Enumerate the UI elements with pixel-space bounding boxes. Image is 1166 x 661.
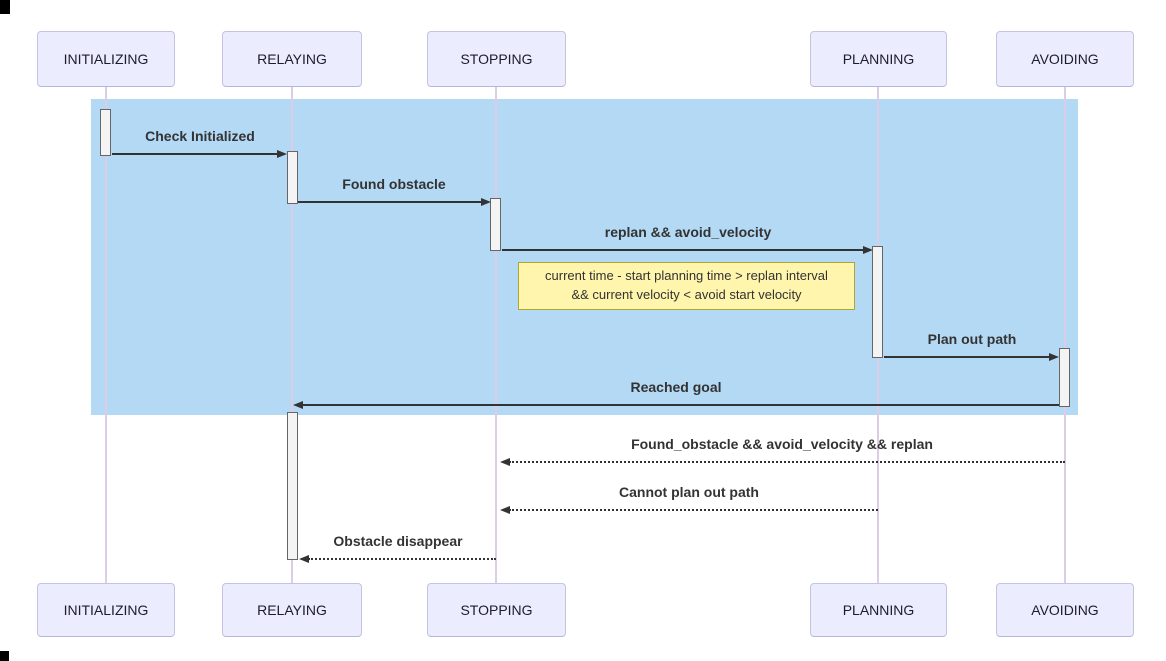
- message-line: [509, 509, 878, 511]
- lifeline-initializing: [105, 87, 107, 583]
- arrowhead-icon: [293, 401, 303, 409]
- arrowhead-icon: [481, 198, 491, 206]
- participant-stopping-top: STOPPING: [427, 31, 566, 87]
- arrowhead-icon: [863, 246, 873, 254]
- activation-bar-planning: [872, 246, 883, 358]
- condition-note-line: current time - start planning time > rep…: [545, 268, 828, 284]
- arrowhead-icon: [1049, 353, 1059, 361]
- corner-mark-bottom-left: [0, 651, 9, 661]
- message-label: Cannot plan out path: [619, 484, 759, 500]
- message-label: Check Initialized: [145, 128, 255, 144]
- highlight-region: [91, 99, 1078, 415]
- arrowhead-icon: [500, 458, 510, 466]
- participant-planning-bottom: PLANNING: [810, 583, 947, 637]
- participant-initializing-top: INITIALIZING: [37, 31, 175, 87]
- message-line: [308, 558, 496, 560]
- corner-mark-top-left: [0, 0, 10, 14]
- message-label: Found_obstacle && avoid_velocity && repl…: [631, 436, 933, 452]
- lifeline-stopping: [495, 87, 497, 583]
- activation-bar-relaying-2: [287, 412, 298, 560]
- condition-note-line: && current velocity < avoid start veloci…: [571, 287, 802, 302]
- lifeline-relaying: [291, 87, 293, 583]
- lifeline-avoiding: [1064, 87, 1066, 583]
- activation-bar-initializing: [100, 109, 111, 156]
- message-label: Plan out path: [927, 331, 1017, 347]
- message-label: Reached goal: [630, 379, 722, 395]
- participant-stopping-bottom: STOPPING: [427, 583, 566, 637]
- activation-bar-avoiding: [1059, 348, 1070, 407]
- message-label: Obstacle disappear: [333, 533, 463, 549]
- message-label: Found obstacle: [342, 176, 446, 192]
- participant-initializing-bottom: INITIALIZING: [37, 583, 175, 637]
- condition-note: current time - start planning time > rep…: [518, 262, 855, 310]
- arrowhead-icon: [500, 506, 510, 514]
- participant-relaying-top: RELAYING: [222, 31, 362, 87]
- activation-bar-stopping: [490, 198, 501, 251]
- arrowhead-icon: [299, 555, 309, 563]
- activation-bar-relaying-1: [287, 151, 298, 204]
- participant-avoiding-top: AVOIDING: [996, 31, 1134, 87]
- message-line: [502, 249, 865, 251]
- arrowhead-icon: [277, 150, 287, 158]
- participant-avoiding-bottom: AVOIDING: [996, 583, 1134, 637]
- message-line: [298, 201, 483, 203]
- message-label: replan && avoid_velocity: [604, 224, 772, 240]
- message-line: [884, 356, 1051, 358]
- message-line: [302, 404, 1059, 406]
- message-line: [509, 461, 1065, 463]
- participant-relaying-bottom: RELAYING: [222, 583, 362, 637]
- message-line: [112, 153, 279, 155]
- participant-planning-top: PLANNING: [810, 31, 947, 87]
